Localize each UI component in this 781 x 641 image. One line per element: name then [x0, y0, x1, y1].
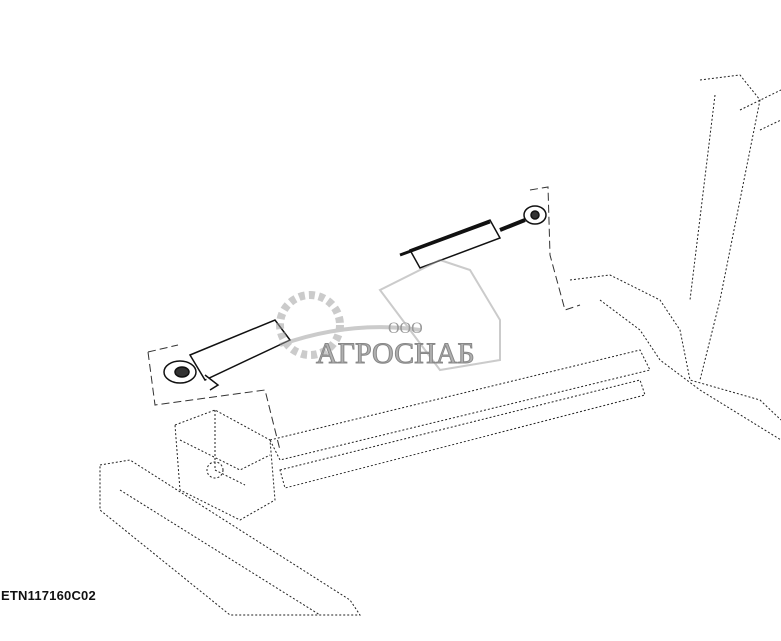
leader-line-front [147, 344, 281, 451]
rear-chassis [569, 274, 781, 441]
hydraulic-cylinder [163, 205, 547, 391]
watermark-prefix: ООО [388, 320, 423, 337]
front-bracket [174, 409, 276, 521]
figure-id-label: ETN117160C02 [1, 588, 96, 603]
leader-line-rear [529, 186, 581, 311]
front-plate [99, 459, 361, 616]
watermark-name: АГРОСНАБ [316, 337, 476, 371]
frame-rail-upper [269, 349, 651, 461]
frame-rail-lower [279, 379, 646, 489]
watermark-logo [276, 258, 501, 372]
